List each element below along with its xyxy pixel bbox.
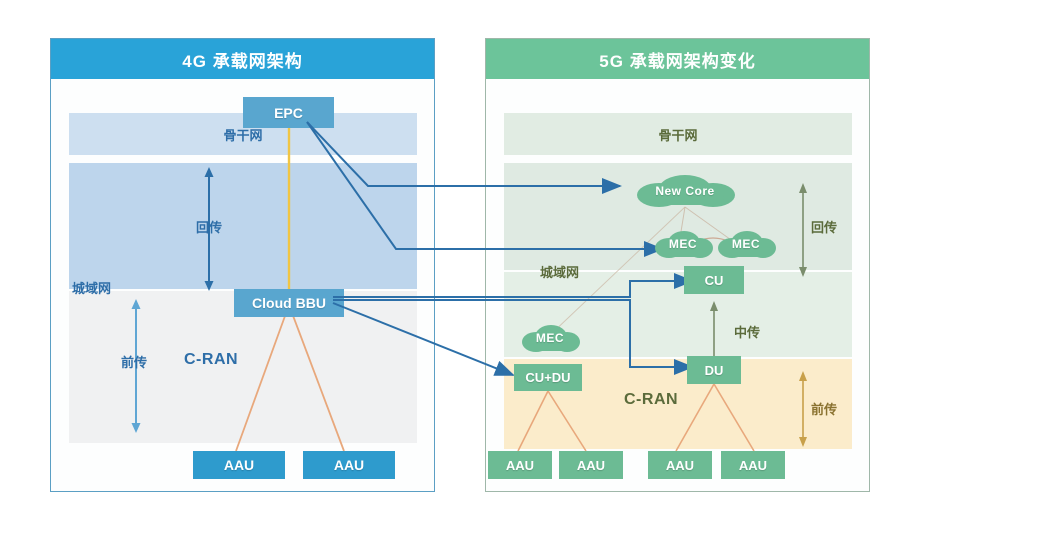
- node-aau-5g-1[interactable]: AAU: [488, 451, 552, 479]
- band-backhaul-4g: [69, 163, 417, 289]
- node-mec-right[interactable]: MEC: [714, 229, 778, 259]
- node-du[interactable]: DU: [687, 356, 741, 384]
- label-backhaul-4g: 回传: [196, 220, 223, 235]
- node-new-core-label: New Core: [655, 184, 715, 198]
- band-cran-5g-label: C-RAN: [624, 391, 679, 408]
- label-metro-4g: 城域网: [72, 281, 112, 296]
- node-aau-4g-2[interactable]: AAU: [303, 451, 395, 479]
- node-cu-du[interactable]: CU+DU: [514, 364, 582, 391]
- node-new-core[interactable]: New Core: [629, 175, 741, 207]
- node-mec-left[interactable]: MEC: [651, 229, 715, 259]
- label-backhaul-5g: 回传: [811, 220, 838, 235]
- node-cloud-bbu[interactable]: Cloud BBU: [234, 289, 344, 317]
- node-aau-5g-4[interactable]: AAU: [721, 451, 785, 479]
- node-aau-4g-1[interactable]: AAU: [193, 451, 285, 479]
- label-fronthaul-5g: 前传: [811, 402, 838, 417]
- panel-4g: 4G 承载网架构 骨干网 C-RAN: [50, 38, 435, 492]
- panel-4g-title: 4G 承载网架构: [51, 39, 434, 79]
- node-mec-lower[interactable]: MEC: [518, 323, 582, 353]
- panel-5g: 5G 承载网架构变化 骨干网 C-RAN: [485, 38, 870, 492]
- node-epc[interactable]: EPC: [243, 97, 334, 128]
- label-fronthaul-4g: 前传: [121, 355, 148, 370]
- band-backbone-5g-label: 骨干网: [658, 128, 698, 143]
- band-backbone-5g: 骨干网: [504, 113, 852, 155]
- label-midhaul-5g: 中传: [734, 325, 761, 340]
- node-aau-5g-2[interactable]: AAU: [559, 451, 623, 479]
- node-aau-5g-3[interactable]: AAU: [648, 451, 712, 479]
- band-cran-4g-label: C-RAN: [184, 351, 239, 368]
- node-mec-right-label: MEC: [731, 237, 761, 251]
- node-cu[interactable]: CU: [684, 266, 744, 294]
- panel-5g-title: 5G 承载网架构变化: [486, 39, 869, 79]
- label-metro-5g: 城域网: [540, 265, 580, 280]
- node-mec-left-label: MEC: [668, 237, 698, 251]
- band-backbone-4g-label: 骨干网: [223, 128, 263, 143]
- node-mec-lower-label: MEC: [535, 331, 565, 345]
